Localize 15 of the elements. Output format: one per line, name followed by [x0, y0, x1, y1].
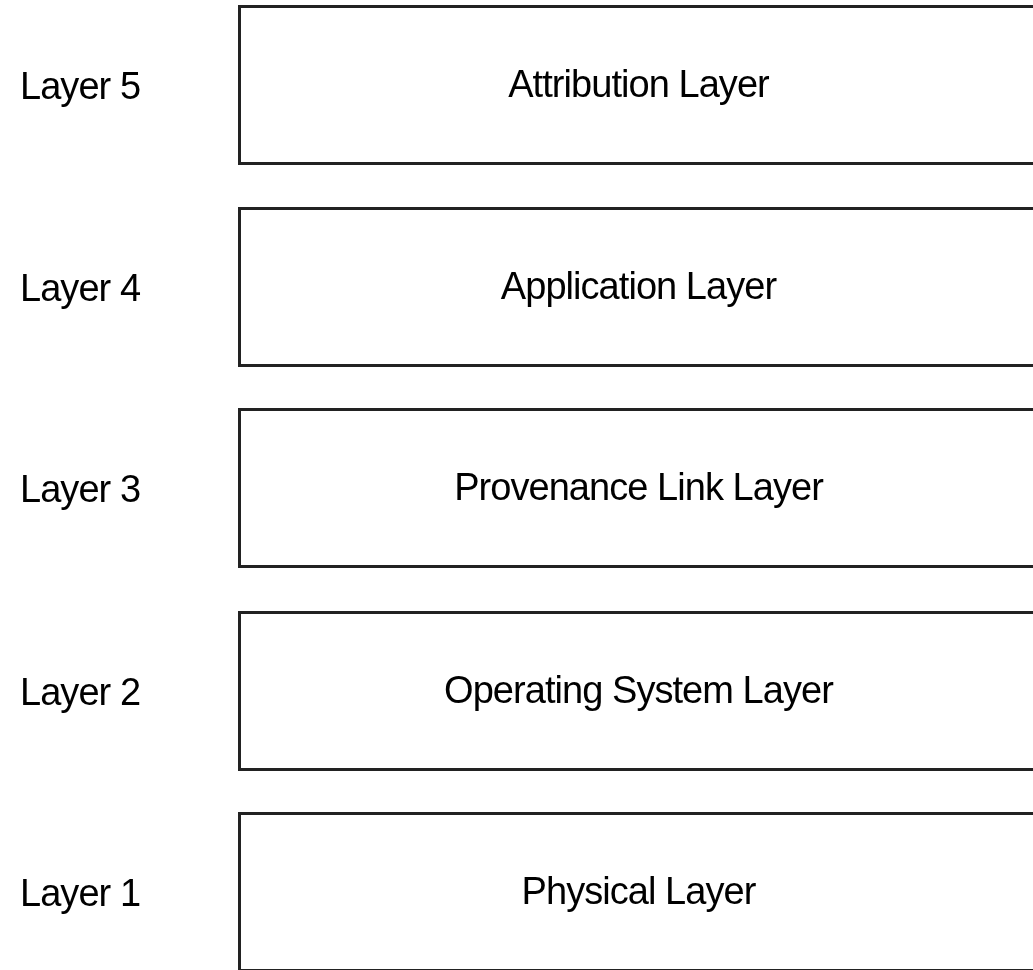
layer-box [238, 812, 1033, 970]
layer-box [238, 207, 1033, 367]
layer-box [238, 611, 1033, 771]
layer-name: Physical Layer [521, 869, 756, 915]
layer-box [238, 408, 1033, 568]
layer-number: Layer 1 [20, 874, 141, 912]
layer-name: Operating System Layer [444, 668, 833, 714]
layer-number: Layer 5 [20, 67, 141, 105]
layer-number: Layer 3 [20, 470, 141, 508]
layer-name: Application Layer [500, 264, 777, 310]
layer-box [238, 5, 1033, 165]
layer-number: Layer 2 [20, 673, 141, 711]
layer-name: Provenance Link Layer [454, 465, 823, 511]
layer-name: Attribution Layer [508, 62, 769, 108]
layer-number: Layer 4 [20, 269, 141, 307]
